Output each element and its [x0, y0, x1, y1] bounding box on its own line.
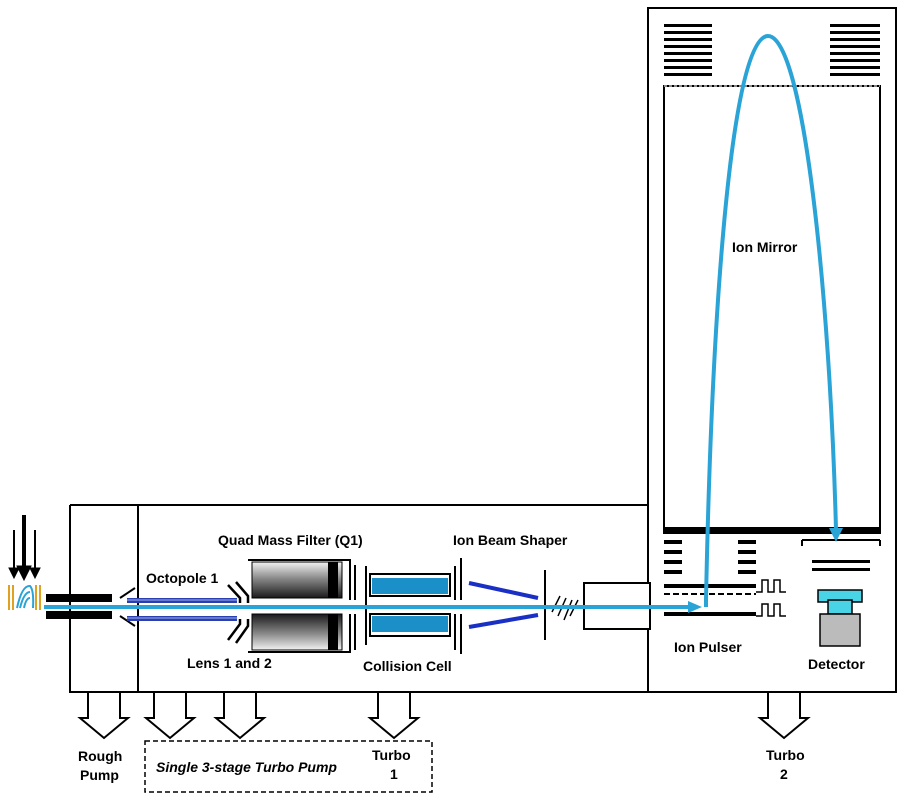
- quad-mass-filter: [248, 559, 356, 653]
- ion-source: [8, 515, 112, 619]
- turbo-1-arrow-icon: [367, 691, 421, 740]
- turbo-pump-box: [144, 740, 433, 793]
- label-turbo-2-line1: Turbo: [766, 747, 805, 763]
- ion-mirror-grids: [664, 24, 880, 76]
- vacuum-housing: [69, 7, 897, 693]
- turbo-stage-arrow-icon: [213, 691, 267, 740]
- collision-cell: [365, 558, 462, 654]
- label-quad-mass-filter: Quad Mass Filter (Q1): [218, 532, 363, 548]
- label-detector: Detector: [808, 656, 865, 672]
- octopole-rods: [127, 598, 237, 621]
- label-turbo-pump-group: Single 3-stage Turbo Pump: [156, 759, 337, 775]
- pump-arrows: [77, 691, 811, 740]
- turbo-2-arrow-icon: [757, 691, 811, 740]
- sprayer-needle: [8, 585, 41, 610]
- label-ion-beam-shaper: Ion Beam Shaper: [453, 532, 568, 548]
- detector: [801, 539, 881, 647]
- label-lens: Lens 1 and 2: [187, 655, 272, 671]
- label-ion-mirror: Ion Mirror: [732, 239, 798, 255]
- labels: Quad Mass Filter (Q1) Octopole 1 Lens 1 …: [78, 239, 865, 783]
- label-rough-pump-2: Pump: [80, 767, 119, 783]
- label-rough-pump-1: Rough: [78, 748, 122, 764]
- rough-pump-arrow-icon: [77, 691, 131, 740]
- label-collision-cell: Collision Cell: [363, 658, 452, 674]
- label-octopole: Octopole 1: [146, 570, 219, 586]
- label-turbo-2-line2: 2: [780, 766, 788, 782]
- flight-tube: [663, 85, 881, 534]
- capillary-inlet: [46, 594, 112, 619]
- ion-pulser: [664, 540, 786, 617]
- turbo-stage-arrow-icon: [143, 691, 197, 740]
- label-turbo-1-line1: Turbo: [372, 747, 411, 763]
- label-turbo-1-line2: 1: [390, 766, 398, 782]
- label-ion-pulser: Ion Pulser: [674, 639, 742, 655]
- ion-beam: [44, 33, 843, 613]
- pulse-waveform-icon: [756, 579, 786, 617]
- lens-1-and-2: [227, 581, 250, 644]
- spray-arrows: [8, 515, 41, 582]
